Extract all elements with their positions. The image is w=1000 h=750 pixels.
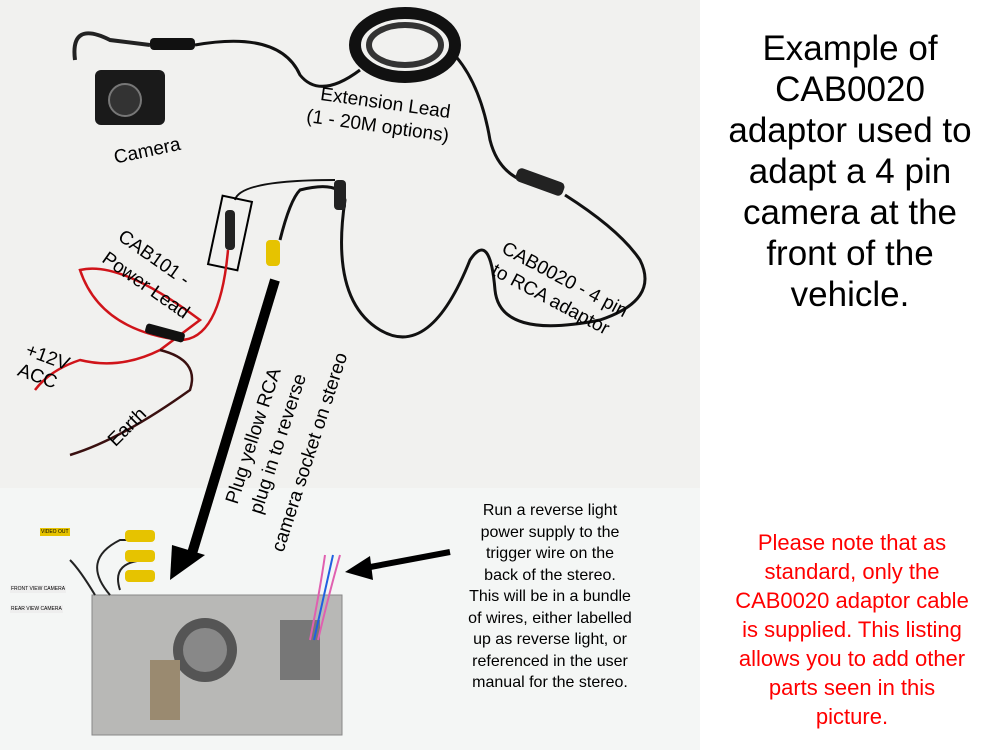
note-line: up as reverse light, or [473, 631, 627, 648]
title-line: front of the [766, 234, 934, 273]
note-line: parts seen in this [768, 675, 936, 700]
note-line: standard, only the [764, 559, 940, 584]
note-line: referenced in the user [472, 652, 628, 670]
video-out-tag: VIDEO OUT [40, 528, 70, 536]
title-line: adaptor used to [728, 111, 972, 150]
camera-icon [72, 31, 195, 125]
stereo-icon [69, 530, 343, 736]
supply-note: Please note that as standard, only the C… [702, 528, 1000, 731]
rear-view-camera-tag: REAR VIEW CAMERA [10, 605, 63, 613]
note-line: allows you to add other [738, 646, 966, 671]
down-arrow-icon [170, 278, 280, 580]
note-line: trigger wire on the [485, 545, 615, 562]
extension-coil-icon [349, 7, 461, 83]
title-line: adapt a 4 pin [748, 152, 952, 191]
cable-drawing [34, 7, 647, 736]
title-line: CAB0020 [775, 70, 925, 109]
note-line: of wires, either labelled [468, 609, 632, 627]
note-line: This will be in a bundle [469, 588, 631, 605]
note-line: picture. [815, 704, 889, 729]
reverse-light-note: Run a reverse light power supply to the … [430, 500, 670, 694]
note-line: power supply to the [480, 523, 620, 541]
title-line: vehicle. [790, 275, 910, 314]
note-line: manual for the stereo. [472, 674, 628, 691]
note-line: is supplied. This listing [742, 617, 962, 642]
left-arrow-icon [345, 549, 451, 580]
note-line: Please note that as [757, 530, 947, 555]
title-block: Example of CAB0020 adaptor used to adapt… [700, 28, 1000, 315]
note-line: CAB0020 adaptor cable [735, 588, 969, 613]
note-line: Run a reverse light [482, 502, 618, 519]
note-line: back of the stereo. [484, 566, 616, 584]
front-view-camera-tag: FRONT VIEW CAMERA [10, 585, 67, 593]
title-line: camera at the [743, 193, 957, 232]
title-line: Example of [762, 29, 938, 68]
